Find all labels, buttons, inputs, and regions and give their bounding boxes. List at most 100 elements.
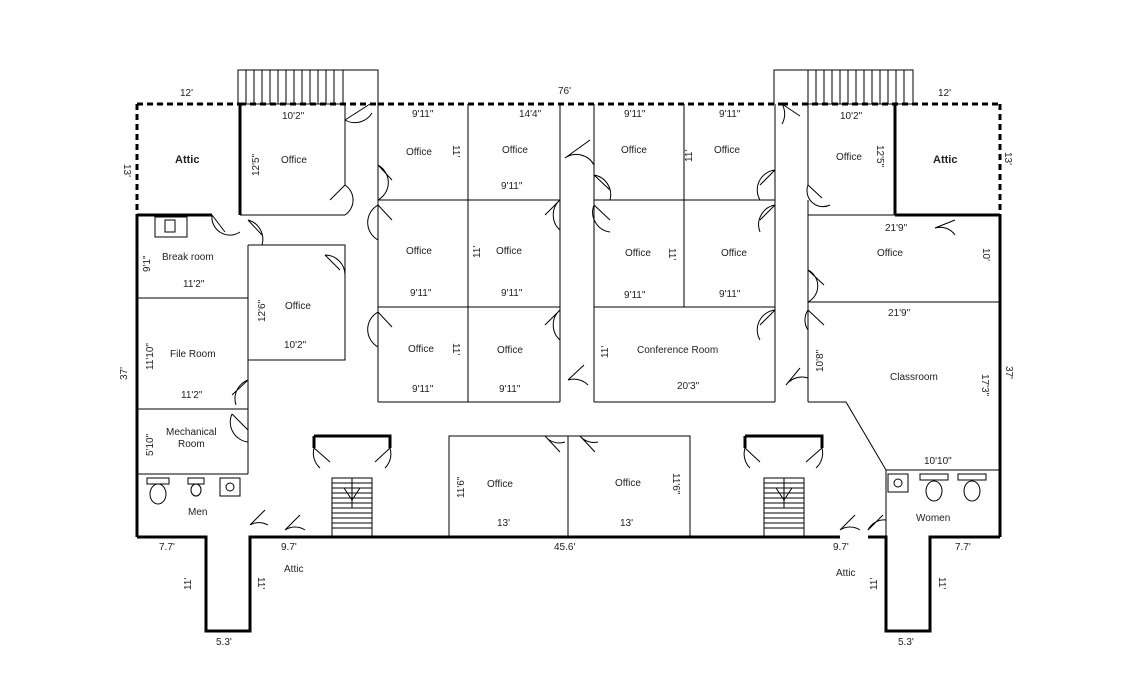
room-office-b3: Office — [497, 345, 523, 356]
dim-break-h: 9'1" — [142, 255, 153, 272]
men-toilet-icon — [146, 477, 170, 505]
women-toilet-icon — [919, 473, 949, 502]
dim-women-w: 10'10" — [924, 456, 952, 467]
dim-file-b: 11'2" — [181, 390, 203, 401]
room-office-d2: Office — [721, 248, 747, 259]
dim-sw-attic-h-left: 11' — [183, 578, 194, 590]
dim-s1-h: 11'6" — [456, 476, 467, 498]
room-office-west: Office — [285, 301, 311, 312]
room-break-room: Break room — [162, 252, 214, 263]
room-labels: Attic Attic Office Office Office Office … — [162, 145, 957, 579]
dim-office-ne-h: 12'5" — [874, 145, 885, 168]
dim-attic-right-w: 12' — [938, 88, 951, 99]
dim-s2-b: 13' — [620, 518, 633, 529]
dim-office-nw-w: 10'2" — [282, 111, 305, 122]
dim-office-ne-w: 10'2" — [840, 111, 863, 122]
dim-office-nw-h: 12'5" — [251, 153, 262, 176]
dim-a3-h: 11' — [450, 343, 461, 355]
room-office-a2: Office — [406, 246, 432, 257]
dim-sw-attic-h-right: 11' — [255, 577, 266, 589]
dim-se-attic-h-left: 11' — [869, 578, 880, 590]
stairs-south-left — [331, 477, 373, 537]
dim-bottom-mid: 45.6' — [554, 542, 575, 553]
dim-se-attic-w: 5.3' — [898, 637, 914, 648]
room-office-s1: Office — [487, 479, 513, 490]
men-urinal-icon — [187, 477, 205, 497]
room-office-c1: Office — [621, 145, 647, 156]
dim-c1-h: 11' — [684, 150, 695, 162]
dim-right-wing: 7.7' — [955, 542, 971, 553]
room-office-d1: Office — [714, 145, 740, 156]
sw-wing-wall — [137, 535, 305, 633]
room-attic-right: Attic — [933, 154, 957, 166]
dim-left-overall: 37' — [119, 367, 130, 380]
dim-attic-left-h: 13' — [121, 164, 132, 177]
dim-right-overall: 37' — [1003, 366, 1014, 379]
interior-walls — [137, 104, 1000, 538]
room-men: Men — [188, 507, 207, 518]
room-office-c2: Office — [625, 248, 651, 259]
se-wing-wall — [868, 535, 1000, 633]
dim-d1-w: 9'11" — [719, 109, 741, 120]
dim-class-h: 17'3" — [979, 374, 990, 397]
dim-mech-h: 5'10" — [145, 433, 156, 456]
dim-c1-w: 9'11" — [624, 109, 646, 120]
stairs-top-left — [237, 69, 379, 105]
dim-s2-h: 11'6" — [670, 473, 681, 495]
dim-a1-w: 9'11" — [412, 109, 434, 120]
dim-left-wing: 7.7' — [159, 542, 175, 553]
dim-west-h: 12'6" — [257, 299, 268, 322]
room-office-east: Office — [877, 248, 903, 259]
dim-a3-b: 9'11" — [412, 384, 434, 395]
dim-class-w: 21'9" — [888, 308, 911, 319]
room-office-s2: Office — [615, 478, 641, 489]
dimension-labels-vertical: 13' 13' 37' 37' 12'5" 12'5" 11' 11' 11' … — [119, 145, 1014, 590]
dim-s1-b: 13' — [497, 518, 510, 529]
room-office-a1: Office — [406, 147, 432, 158]
break-room-sink-icon — [154, 216, 188, 238]
women-sink-icon — [887, 473, 909, 493]
dim-east-h: 10' — [980, 248, 991, 261]
room-mechanical-line: Room — [178, 439, 205, 450]
stairs-south-right — [763, 477, 805, 537]
room-attic-sw: Attic — [284, 564, 303, 575]
room-women: Women — [916, 513, 950, 524]
dim-b3-b: 9'11" — [499, 384, 521, 395]
dim-b2-b: 9'11" — [501, 288, 523, 299]
room-conference: Conference Room — [637, 345, 718, 356]
dim-conf-h: 11' — [600, 346, 611, 358]
dim-a2-b: 9'11" — [410, 288, 432, 299]
dimension-labels: 76' 12' 12' 10'2" 10'2" 9'11" 14'4" 9'11… — [159, 86, 971, 648]
women-toilet-icon-2 — [957, 473, 987, 502]
room-attic-left: Attic — [175, 154, 199, 166]
room-file-room: File Room — [170, 349, 216, 360]
room-office-b1: Office — [502, 145, 528, 156]
fixtures — [146, 216, 987, 505]
dim-right-inner: 9.7' — [833, 542, 849, 553]
doors — [211, 103, 956, 531]
dim-b2-h: 11' — [472, 246, 483, 258]
room-office-b2: Office — [496, 246, 522, 257]
dim-b1-h: 9'11" — [501, 181, 523, 192]
dim-west-b: 10'2" — [284, 340, 307, 351]
room-office-ne: Office — [836, 152, 862, 163]
dim-left-inner: 9.7' — [281, 542, 297, 553]
room-classroom: Classroom — [890, 372, 938, 383]
dim-file-h: 11'10" — [145, 343, 156, 370]
dim-break-b: 11'2" — [183, 279, 205, 290]
dim-attic-right-h: 13' — [1002, 152, 1013, 165]
dim-b1-w: 14'4" — [519, 109, 542, 120]
room-attic-se: Attic — [836, 568, 855, 579]
stairs-top-right — [773, 69, 914, 105]
room-office-a3: Office — [408, 344, 434, 355]
dim-class-left-h: 10'8" — [815, 349, 826, 372]
dim-conf-b: 20'3" — [677, 381, 700, 392]
men-sink-icon — [219, 477, 241, 497]
dim-se-attic-h-right: 11' — [936, 577, 947, 589]
dim-a1-h: 11' — [450, 145, 461, 157]
dim-east-w: 21'9" — [885, 223, 908, 234]
room-mechanical-line: Mechanical — [166, 427, 217, 438]
room-office-nw: Office — [281, 155, 307, 166]
